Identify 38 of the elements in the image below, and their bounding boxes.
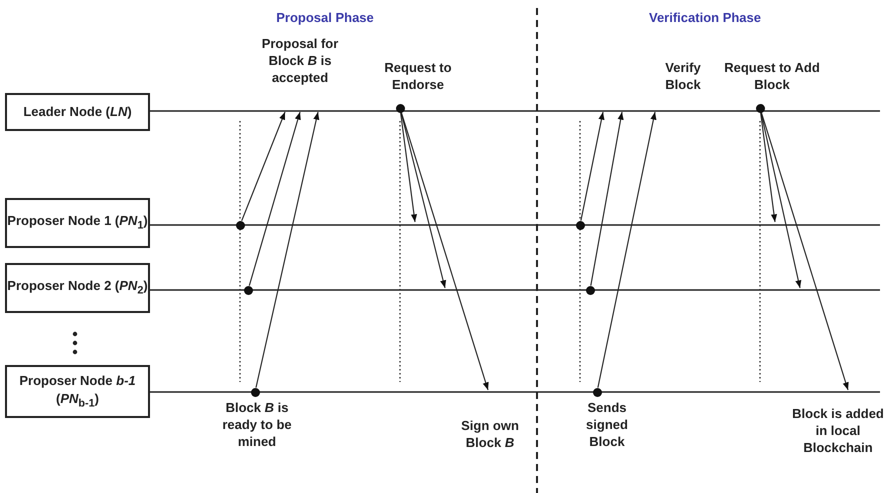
- message-arrow: [241, 112, 286, 221]
- annotation-text: Verify Block: [665, 60, 701, 92]
- message-dot: [244, 286, 252, 294]
- message-arrow: [760, 112, 778, 222]
- annotation-text: Sign own Block B: [461, 418, 519, 450]
- message-arrow: [248, 112, 301, 286]
- message-dot: [396, 104, 404, 112]
- participant-box: [5, 365, 150, 418]
- message-arrow: [760, 112, 802, 288]
- message-dot: [250, 388, 260, 396]
- annotation-text: Request to Add Block: [724, 60, 820, 92]
- message-dot: [592, 388, 602, 396]
- message-dot: [236, 220, 244, 230]
- annotation-text: Block B is ready to be mined: [222, 400, 292, 449]
- message-dot: [586, 286, 594, 294]
- message-arrow: [400, 112, 446, 288]
- message-arrow: [580, 112, 604, 221]
- message-dot: [576, 220, 584, 230]
- phase-heading: Proposal Phase: [276, 10, 374, 25]
- message-arrow: [590, 112, 624, 286]
- participant-box: [5, 198, 150, 248]
- participant-name: Leader Node (LN): [23, 103, 132, 121]
- participant-name: Proposer Node 1 (PN$_{1}$): [7, 212, 148, 234]
- participant-name: Proposer Node b-1 (PN$_{b-1}$): [18, 372, 137, 411]
- participant-box: [5, 93, 150, 131]
- message-arrow: [255, 112, 320, 388]
- message-arrow: [400, 112, 489, 390]
- message-dot: [756, 104, 764, 112]
- participant-box: [5, 263, 150, 313]
- message-arrow: [760, 112, 849, 390]
- participant-name: Proposer Node 2 (PN$_{2}$): [7, 277, 148, 299]
- annotation-text: Proposal for Block B is accepted: [262, 36, 338, 85]
- message-arrow: [400, 112, 418, 222]
- annotation-text: Block is added in local Blockchain: [792, 406, 884, 455]
- annotation-text: Request to Endorse: [384, 60, 452, 92]
- message-arrow: [597, 112, 656, 388]
- annotation-text: Sends signed Block: [586, 400, 628, 449]
- phase-heading: Verification Phase: [649, 10, 761, 25]
